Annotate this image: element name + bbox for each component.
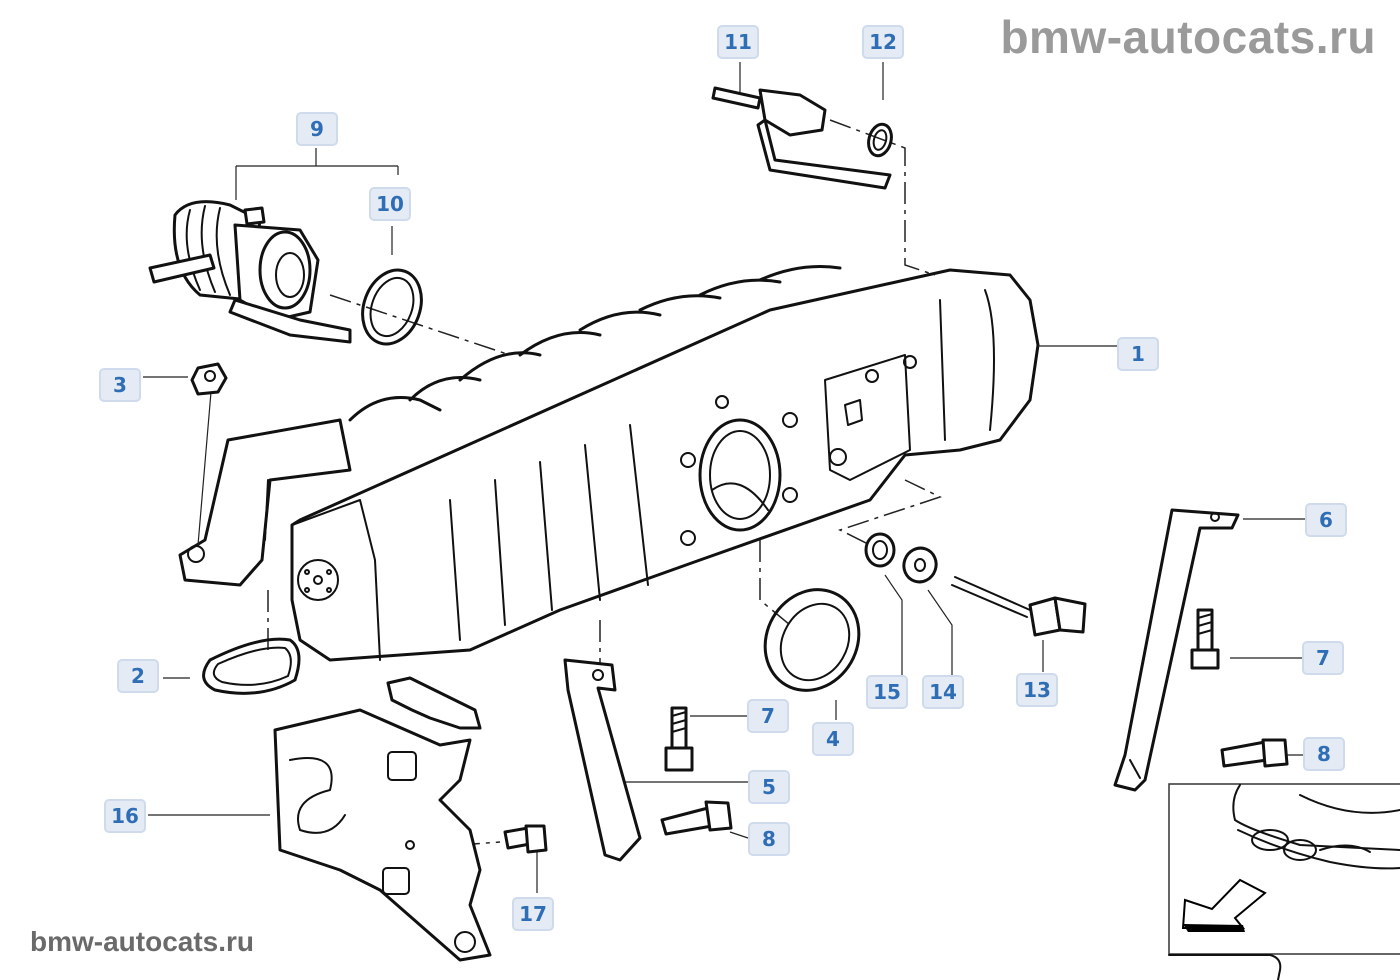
callout-part-2[interactable]: 2 [117,659,159,693]
nut-part[interactable] [190,362,228,396]
idle-valve-part[interactable] [148,200,352,344]
callout-part-6[interactable]: 6 [1305,503,1347,537]
bolt-7-center-part[interactable] [664,706,694,772]
gasket-part[interactable] [202,637,301,695]
location-arrow-icon [1181,878,1267,932]
support-bracket-6-part[interactable] [1113,508,1240,792]
holder-plate-16-part[interactable] [273,676,492,962]
watermark-top: bmw-autocats.ru [1000,11,1376,63]
bracket-5-part[interactable] [563,658,642,862]
callout-part-8-center[interactable]: 8 [748,822,790,856]
vehicle-location-thumbnail [1168,783,1400,980]
callout-part-17[interactable]: 17 [512,897,554,931]
callout-part-3[interactable]: 3 [99,368,141,402]
callout-part-10[interactable]: 10 [369,187,411,221]
valve-11-part[interactable] [711,86,892,190]
intake-manifold-part[interactable] [178,265,1040,662]
callout-part-16[interactable]: 16 [104,799,146,833]
seal-ring-4-part[interactable] [747,572,877,707]
callout-part-4[interactable]: 4 [812,722,854,756]
o-ring-12-part[interactable] [865,122,895,159]
o-ring-10-part[interactable] [353,262,432,353]
callout-part-7-right[interactable]: 7 [1302,641,1344,675]
callout-part-12[interactable]: 12 [862,25,904,59]
callout-part-11[interactable]: 11 [717,25,759,59]
callout-part-8-right[interactable]: 8 [1303,737,1345,771]
bolt-7-right-part[interactable] [1190,608,1220,670]
callout-part-13[interactable]: 13 [1016,673,1058,707]
bolt-8-center-part[interactable] [660,800,733,836]
callout-part-7-center[interactable]: 7 [747,699,789,733]
grommet-15-part[interactable] [864,532,896,568]
screw-17-part[interactable] [503,824,548,854]
callout-part-15[interactable]: 15 [866,675,908,709]
callout-part-1[interactable]: 1 [1117,337,1159,371]
callout-part-14[interactable]: 14 [922,675,964,709]
watermark-bottom: bmw-autocats.ru [30,926,255,957]
callout-part-9[interactable]: 9 [296,112,338,146]
washer-14-part[interactable] [899,544,941,587]
bolt-8-right-part[interactable] [1220,738,1289,768]
sensor-13-part[interactable] [951,576,1087,637]
callout-part-5[interactable]: 5 [748,770,790,804]
